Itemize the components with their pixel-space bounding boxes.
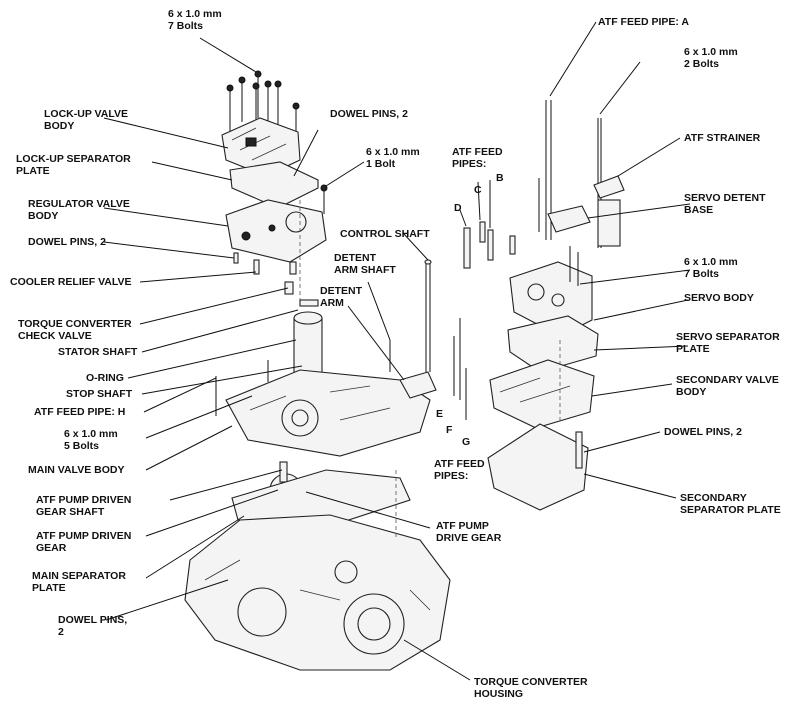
- main-valve-body-label: MAIN VALVE BODY: [28, 464, 125, 476]
- pipe-letter-e: E: [436, 408, 444, 420]
- pipe-letter-d: D: [454, 202, 462, 214]
- bolts-2-label: 6 x 1.0 mm 2 Bolts: [684, 46, 738, 70]
- servo-separator-plate-shape: [507, 315, 599, 373]
- atf-feed-pipes-bottom-label: ATF FEED PIPES:: [434, 458, 485, 482]
- atf-strainer-shape: [593, 175, 625, 247]
- pipe-letter-g: G: [462, 436, 471, 448]
- regulator-valve-body-label: REGULATOR VALVE BODY: [28, 198, 130, 222]
- atf-pump-driven-gear-label: ATF PUMP DRIVEN GEAR: [36, 530, 132, 554]
- stop-shaft-label: STOP SHAFT: [66, 388, 133, 400]
- regulator-valve-body-shape: [225, 184, 328, 263]
- detent-and-control-shaft: [389, 259, 437, 399]
- secondary-separator-plate-shape: [487, 423, 589, 511]
- lockup-separator-plate-shape: [229, 161, 319, 209]
- pipe-letter-b: B: [496, 172, 504, 184]
- pipe-letter-f: F: [446, 424, 453, 436]
- cooler-relief-valve-label: COOLER RELIEF VALVE: [10, 276, 132, 288]
- secondary-separator-plate-label: SECONDARY SEPARATOR PLATE: [680, 492, 781, 516]
- atf-strainer-label: ATF STRAINER: [684, 132, 761, 144]
- bolts-top-left-label: 6 x 1.0 mm 7 Bolts: [168, 8, 222, 32]
- servo-separator-plate-label: SERVO SEPARATOR PLATE: [676, 331, 780, 355]
- atf-feed-pipe-h-label: ATF FEED PIPE: H: [34, 406, 126, 418]
- o-ring-label: O-RING: [86, 372, 124, 384]
- dowel-pins-right-label: DOWEL PINS, 2: [664, 426, 742, 438]
- atf-pump-drive-gear-label: ATF PUMP DRIVE GEAR: [436, 520, 502, 544]
- atf-feed-pipes-bcd: [463, 221, 516, 269]
- bolt-1-label: 6 x 1.0 mm 1 Bolt: [366, 146, 420, 170]
- servo-detent-base-label: SERVO DETENT BASE: [684, 192, 766, 216]
- bolts-7-right-label: 6 x 1.0 mm 7 Bolts: [684, 256, 738, 280]
- main-valve-body-shape: [215, 360, 431, 457]
- top-left-bolts: [226, 70, 300, 150]
- alignment-lines: [299, 200, 561, 540]
- dowel-pins-top-label: DOWEL PINS, 2: [330, 108, 408, 120]
- servo-detent-base-shape: [547, 205, 591, 233]
- lockup-valve-body-shape: [221, 117, 301, 177]
- atf-feed-pipe-a-label: ATF FEED PIPE: A: [598, 16, 690, 28]
- detent-arm-shaft-label: DETENT ARM SHAFT: [334, 252, 396, 276]
- secondary-valve-body-shape: [453, 318, 595, 429]
- pipe-letter-c: C: [474, 184, 482, 196]
- atf-feed-pipes-top-label: ATF FEED PIPES:: [452, 146, 503, 170]
- control-shaft-label: CONTROL SHAFT: [340, 228, 430, 240]
- secondary-valve-body-label: SECONDARY VALVE BODY: [676, 374, 779, 398]
- torque-converter-housing-shape: [184, 514, 451, 671]
- atf-pump-driven-gear-shaft-label: ATF PUMP DRIVEN GEAR SHAFT: [36, 494, 132, 518]
- lockup-valve-body-label: LOCK-UP VALVE BODY: [44, 108, 129, 132]
- torque-converter-housing-label: TORQUE CONVERTER HOUSING: [474, 676, 588, 700]
- bolts-5-label: 6 x 1.0 mm 5 Bolts: [64, 428, 118, 452]
- dowel-and-relief-pins: [233, 252, 297, 295]
- stator-shaft-shape: [293, 299, 323, 379]
- stator-shaft-label: STATOR SHAFT: [58, 346, 138, 358]
- lockup-separator-plate-label: LOCK-UP SEPARATOR PLATE: [16, 153, 131, 177]
- main-separator-plate-label: MAIN SEPARATOR PLATE: [32, 570, 126, 594]
- torque-converter-check-valve-label: TORQUE CONVERTER CHECK VALVE: [18, 318, 132, 342]
- dowel-pins-left-label: DOWEL PINS, 2: [28, 236, 106, 248]
- servo-body-label: SERVO BODY: [684, 292, 754, 304]
- dowel-pins-bottom-label: DOWEL PINS, 2: [58, 614, 128, 638]
- detent-arm-label: DETENT ARM: [320, 285, 362, 309]
- leader-lines: [103, 21, 691, 681]
